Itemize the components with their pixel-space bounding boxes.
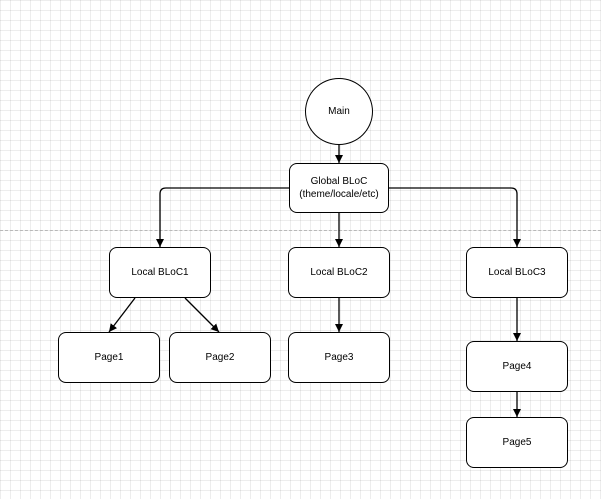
- node-local-bloc1-label: Local BLoC1: [131, 267, 189, 278]
- node-global-bloc-title: Global BLoC: [310, 176, 368, 187]
- node-local-bloc3[interactable]: Local BLoC3: [466, 247, 568, 298]
- edge-global-bloc-to-local-bloc1: [156, 187, 289, 247]
- node-main-label: Main: [328, 106, 350, 117]
- node-main[interactable]: Main: [305, 78, 373, 145]
- node-page5-label: Page5: [502, 437, 532, 448]
- node-page1[interactable]: Page1: [58, 332, 160, 383]
- node-page5[interactable]: Page5: [466, 417, 568, 468]
- node-global-bloc-subtitle: (theme/locale/etc): [299, 189, 379, 200]
- node-global-bloc[interactable]: Global BLoC (theme/locale/etc): [289, 163, 389, 213]
- node-page2-label: Page2: [205, 352, 235, 363]
- node-local-bloc1[interactable]: Local BLoC1: [109, 247, 211, 298]
- node-local-bloc2[interactable]: Local BLoC2: [288, 247, 390, 298]
- node-local-bloc3-label: Local BLoC3: [488, 267, 546, 278]
- node-page2[interactable]: Page2: [169, 332, 271, 383]
- edge-local-bloc1-to-page2: [184, 297, 220, 333]
- node-page1-label: Page1: [94, 352, 124, 363]
- node-page4-label: Page4: [502, 361, 532, 372]
- edge-local-bloc1-to-page1: [108, 297, 136, 333]
- edge-global-bloc-to-local-bloc3: [389, 187, 521, 247]
- page-break-line: [0, 230, 601, 231]
- node-page3[interactable]: Page3: [288, 332, 390, 383]
- node-page3-label: Page3: [324, 352, 354, 363]
- node-local-bloc2-label: Local BLoC2: [310, 267, 368, 278]
- node-page4[interactable]: Page4: [466, 341, 568, 392]
